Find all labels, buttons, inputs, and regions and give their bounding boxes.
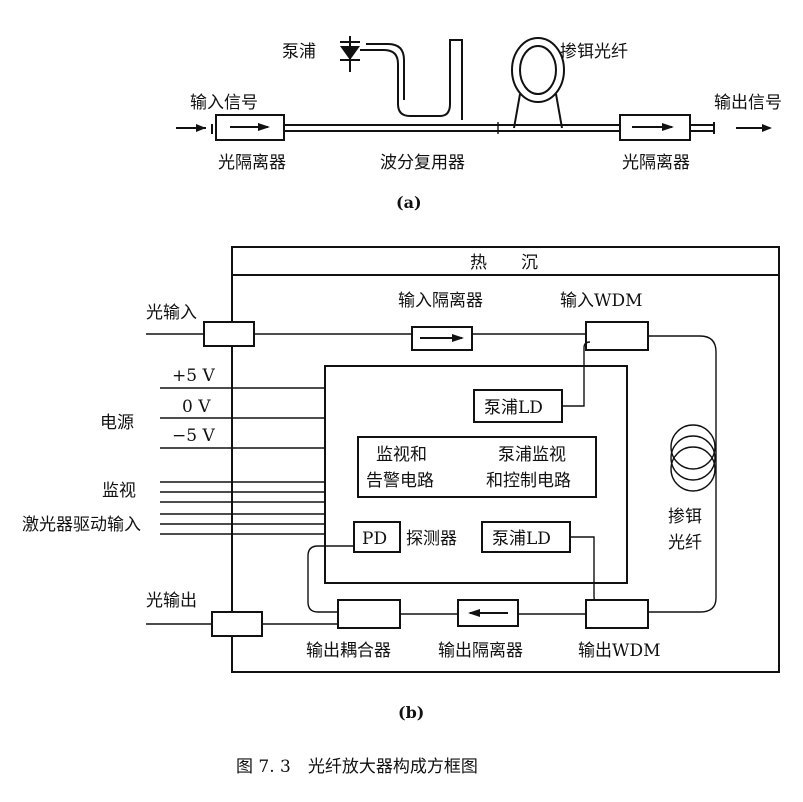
output-coupler-label: 输出耦合器 [306, 641, 391, 661]
input-signal-label: 输入信号 [190, 93, 258, 113]
pump-ld-bottom-label: 泵浦LD [492, 529, 551, 549]
circuits-box [357, 436, 597, 498]
erbium-fiber-label-2: 光纤 [668, 533, 702, 553]
output-coupler-box [337, 599, 401, 629]
heat-sink-label: 热 沉 [470, 253, 538, 273]
minus5v-label: −5 V [172, 426, 215, 446]
pd-box [353, 521, 401, 553]
input-wdm-box [585, 321, 649, 351]
monitor-label: 监视 [102, 481, 136, 501]
output-isolator-label: 输出隔离器 [438, 641, 523, 661]
plus5v-label: +5 V [172, 366, 215, 386]
power-label: 电源 [100, 413, 134, 433]
pump-label: 泵浦 [282, 42, 316, 62]
input-connector-box [203, 321, 255, 347]
output-signal-label: 输出信号 [714, 93, 782, 113]
fiber-coil-icon [670, 424, 716, 492]
input-isolator-label: 输入隔离器 [398, 291, 483, 311]
laser-drive-label: 激光器驱动输入 [22, 515, 141, 535]
doped-fiber-loop [648, 335, 717, 613]
fiber-coil-icon [511, 37, 565, 129]
figure-caption: 图 7. 3 光纤放大器构成方框图 [236, 757, 478, 777]
wdm-label: 波分复用器 [380, 153, 465, 173]
output-connector-box [211, 611, 263, 637]
sublabel-a: (a) [396, 193, 422, 212]
input-wdm-label: 输入WDM [560, 291, 643, 311]
optical-output-label: 光输出 [146, 591, 197, 611]
doped-fiber-label: 掺铒光纤 [560, 42, 628, 62]
laser-diode-icon [340, 36, 360, 72]
pump-control-line1: 泵浦监视 [498, 445, 566, 465]
output-wdm-box [585, 599, 649, 629]
pump-fiber [360, 39, 463, 120]
erbium-fiber-label-1: 掺铒 [668, 507, 702, 527]
isolator-left-label: 光隔离器 [218, 153, 286, 173]
isolator-right-label: 光隔离器 [622, 153, 690, 173]
zero-v-label: 0 V [182, 397, 211, 417]
output-wdm-label: 输出WDM [578, 641, 661, 661]
pump-ld-top-label: 泵浦LD [484, 398, 543, 418]
monitor-alarm-line1: 监视和 [376, 445, 427, 465]
pd-label: PD [362, 529, 387, 549]
detector-label: 探测器 [406, 529, 457, 549]
sublabel-b: (b) [398, 703, 424, 722]
pump-control-line2: 和控制电路 [486, 471, 571, 491]
monitor-alarm-line2: 告警电路 [366, 471, 434, 491]
figure-a: 泵浦 掺铒光纤 输入信号 [176, 36, 782, 212]
optical-input-label: 光输入 [146, 303, 197, 323]
figure-b: 热 沉 光输入 输入隔离器 输入WDM 掺铒 光纤 +5 V 0 V 电源 −5… [22, 246, 780, 722]
